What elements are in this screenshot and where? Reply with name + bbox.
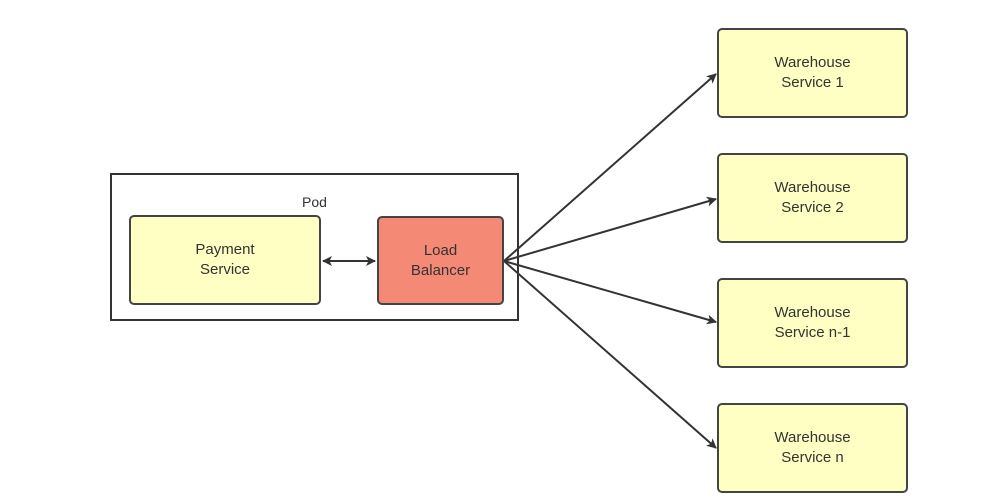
warehouse-service-1-node: Warehouse Service 1	[717, 28, 908, 118]
warehouse-service-label-line2: Service 2	[781, 199, 844, 216]
payment-service-node: Payment Service	[129, 215, 321, 305]
warehouse-service-label-line1: Warehouse	[774, 429, 851, 446]
warehouse-service-label-line1: Warehouse	[774, 54, 851, 71]
warehouse-service-label-line2: Service n	[781, 449, 844, 466]
lb-to-warehouse-n-arrow	[503, 260, 717, 449]
warehouse-service-n-1-node: Warehouse Service n-1	[717, 278, 908, 368]
lb-to-warehouse-n-1-arrow	[503, 260, 717, 325]
load-balancer-label-line2: Balancer	[410, 261, 471, 279]
warehouse-service-label-line1: Warehouse	[774, 304, 851, 321]
warehouse-service-n-node: Warehouse Service n	[717, 403, 908, 493]
warehouse-service-2-node: Warehouse Service 2	[717, 153, 908, 243]
load-balancer-label-line1: Load	[423, 241, 458, 259]
payment-service-label-line2: Service	[199, 261, 251, 278]
warehouse-service-label-line2: Service n-1	[774, 324, 851, 341]
lb-to-warehouse-2-arrow	[503, 196, 717, 262]
pod-label: Pod	[302, 194, 327, 210]
pod-container: Pod	[110, 173, 519, 321]
warehouse-service-label-line2: Service 1	[781, 74, 844, 91]
payment-service-label-line1: Payment	[195, 241, 255, 258]
load-balancer-node: Load Balancer	[377, 216, 504, 305]
lb-to-warehouse-1-arrow	[503, 73, 717, 262]
warehouse-service-label-line1: Warehouse	[774, 179, 851, 196]
